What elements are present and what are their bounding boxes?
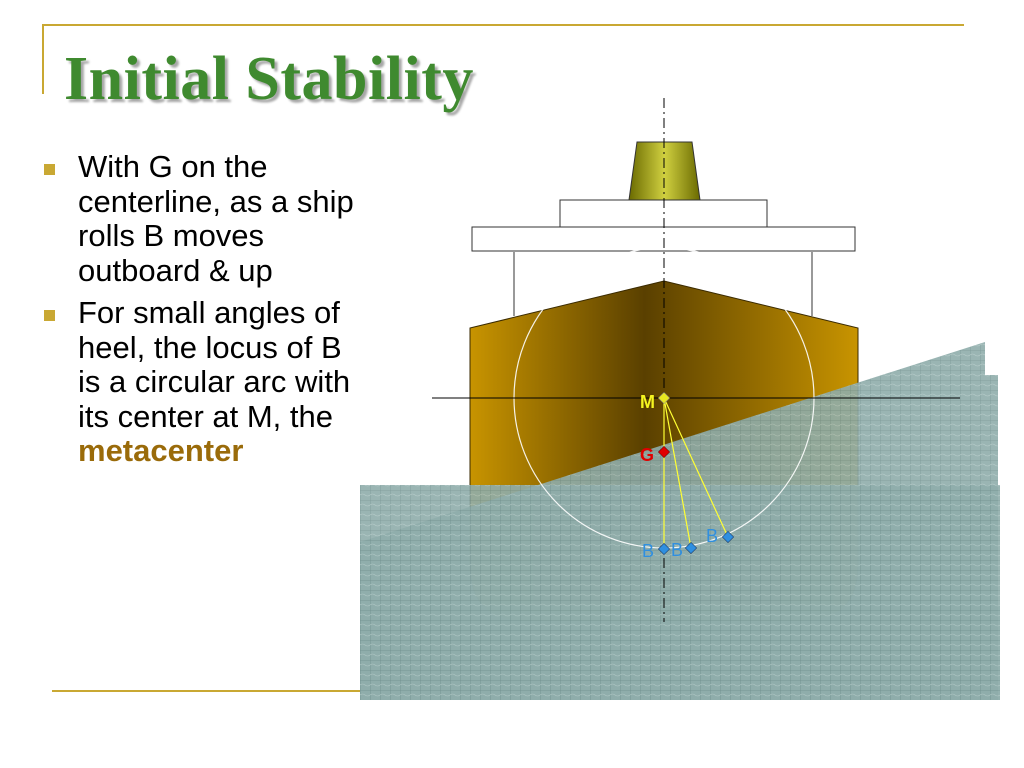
label-b-mid: B — [671, 540, 683, 560]
square-bullet-icon — [44, 164, 55, 175]
metacenter-emphasis: metacenter — [78, 433, 244, 468]
gravity-marker — [657, 445, 671, 459]
label-m: M — [640, 392, 655, 412]
slide-title: Initial Stability — [64, 45, 474, 113]
frame-left-rule — [42, 24, 44, 94]
frame-top-rule — [42, 24, 964, 26]
square-bullet-icon — [44, 310, 55, 321]
bullet-item-2: For small angles of heel, the locus of B… — [44, 295, 364, 469]
label-b-right: B — [706, 526, 718, 546]
water-lower-band — [360, 605, 1000, 700]
bullet-text-2: For small angles of heel, the locus of B… — [78, 295, 351, 434]
bullet-item-1: With G on the centerline, as a ship roll… — [44, 149, 364, 288]
buoyancy-marker-right — [721, 530, 735, 544]
label-b-upright: B — [642, 541, 654, 561]
label-g: G — [640, 445, 654, 465]
bullet-text-1: With G on the centerline, as a ship roll… — [78, 149, 354, 288]
metacenter-marker — [657, 391, 671, 405]
funnel — [628, 141, 701, 201]
m-to-b-right — [663, 397, 729, 538]
bullet-list: With G on the centerline, as a ship roll… — [44, 149, 364, 477]
buoyancy-marker-mid — [684, 541, 698, 555]
buoyancy-marker-upright — [657, 542, 671, 556]
m-to-b-mid — [663, 397, 692, 549]
